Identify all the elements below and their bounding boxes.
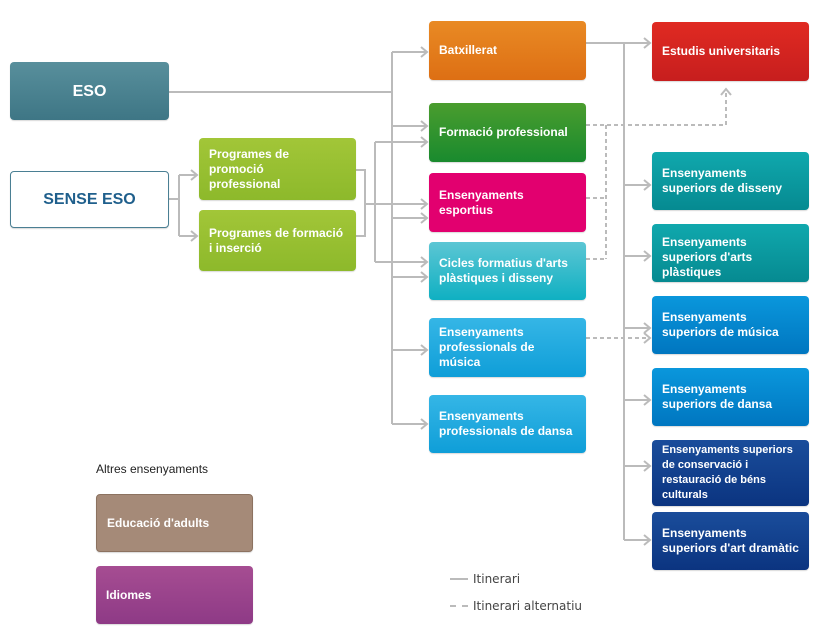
connector-eso-trunk [169,52,393,424]
box-label-line: Ensenyaments [439,325,524,339]
alt-connector-esportius-cicles [586,125,607,260]
box-label-line: plàstiques i disseny [439,271,554,285]
alt-connector-fp-universitaris [586,90,727,126]
box-label-line: Batxillerat [439,43,498,57]
box-label-line: Ensenyaments [662,310,747,324]
box-label-line: Estudis universitaris [662,44,781,58]
eso-label: ESO [72,82,107,100]
sense-eso-box[interactable]: SENSE ESO [10,171,169,228]
box-label-line: plàstiques [662,264,722,279]
box-label-line: música [439,355,481,369]
box-label-line: professionals de dansa [439,424,573,438]
box-label-line: Ensenyaments [439,187,524,202]
eso-box[interactable]: ESO [10,62,169,120]
box-label-line: superiors de música [662,325,779,339]
box-label-line: professionals de [439,340,535,354]
arrowheads-solid [190,37,652,546]
box-label-line: Ensenyaments superiors [662,444,793,456]
box-label-line: Formació professional [439,125,568,139]
box-label-line: Ensenyaments [662,234,747,249]
box-label-line: restauració de béns [662,474,766,486]
estudis-universitaris-box[interactable]: Estudis universitaris [652,22,809,81]
idiomes-box[interactable]: Idiomes [96,566,253,624]
solid-line-swatch [450,578,468,580]
connector-programs-merge [356,141,427,263]
box-label-line: Cicles formatius d'arts [439,256,568,270]
formacio-professional-box[interactable]: Formació professional [429,103,586,162]
connector-sense-eso [169,174,197,237]
legend-itinerari-alternatiu: Itinerari alternatiu [450,599,582,613]
box-label-line: i inserció [209,240,262,255]
box-label-line: culturals [662,489,708,501]
box-label-line: superiors d'arts [662,249,753,264]
dashed-line-swatch [450,605,468,607]
legend-itinerari: Itinerari [450,572,520,586]
box-label-line: Ensenyaments [662,382,747,396]
box-label-line: professional [209,176,281,191]
legend-label: Itinerari alternatiu [473,599,583,613]
box-label-line: Ensenyaments [662,526,747,540]
box-label-line: Ensenyaments [439,409,524,423]
box-label-line: de conservació i [662,459,749,471]
sense-eso-label: SENSE ESO [43,191,136,208]
box-label-line: superiors de dansa [662,397,773,411]
box-label-line: Idiomes [106,587,152,602]
box-label-line: superiors de disseny [662,181,783,195]
batxillerat-box[interactable]: Batxillerat [429,21,586,80]
box-label-line: Programes de formació [209,225,344,240]
legend-label: Itinerari [473,572,521,586]
arrowheads-dashed [643,87,732,344]
box-label-line: esportius [439,202,494,217]
box-label-line: Educació d'adults [107,515,210,530]
altres-ensenyaments-title: Altres ensenyaments [96,462,209,476]
box-label-line: Programes de promoció [209,146,290,176]
box-label-line: superiors d'art dramàtic [662,541,799,555]
box-label-line: Ensenyaments [662,166,747,180]
educacio-adults-box[interactable]: Educació d'adults [96,494,253,552]
superiors-conservacio-box[interactable]: Ensenyaments superiors de conservació i re… [652,440,809,506]
